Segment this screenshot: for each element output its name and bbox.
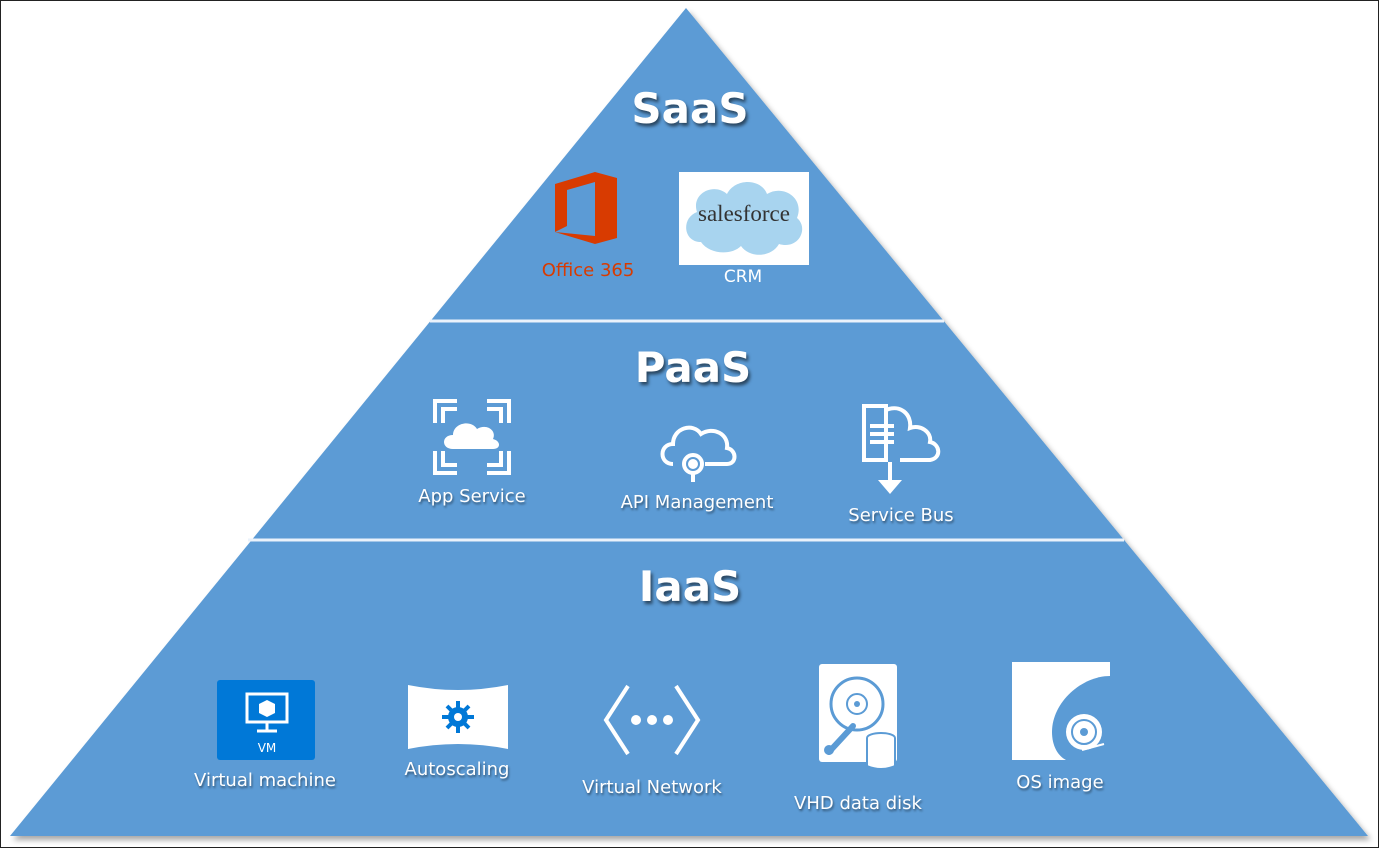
office-365-label: Office 365 xyxy=(541,260,635,281)
saas-title: SaaS xyxy=(631,84,749,133)
app-service-label: App Service xyxy=(418,486,526,507)
api-management-label: API Management xyxy=(620,492,774,513)
autoscaling-label: Autoscaling xyxy=(404,759,510,780)
salesforce-logo-icon: salesforce xyxy=(679,172,809,265)
paas-title: PaaS xyxy=(634,343,752,392)
app-service-icon xyxy=(431,397,513,482)
autoscaling-icon xyxy=(408,685,508,754)
virtual-network-label: Virtual Network xyxy=(582,777,722,798)
pyramid-shape xyxy=(10,8,1368,836)
os-image-icon xyxy=(1012,662,1110,765)
vhd-disk-icon xyxy=(817,662,901,777)
service-bus-icon xyxy=(860,400,944,501)
os-image-label: OS image xyxy=(1016,772,1104,793)
office-365-logo-icon xyxy=(555,172,619,249)
virtual-machine-label: Virtual machine xyxy=(194,770,336,791)
salesforce-logo-text: salesforce xyxy=(698,201,790,226)
vm-badge-text: VM xyxy=(258,741,277,755)
virtual-network-icon xyxy=(602,682,702,763)
crm-label: CRM xyxy=(723,267,763,287)
iaas-title: IaaS xyxy=(638,562,742,611)
service-bus-label: Service Bus xyxy=(848,505,954,526)
api-management-icon xyxy=(657,418,737,489)
virtual-machine-icon: VM xyxy=(217,680,315,765)
vhd-data-disk-label: VHD data disk xyxy=(794,793,922,814)
